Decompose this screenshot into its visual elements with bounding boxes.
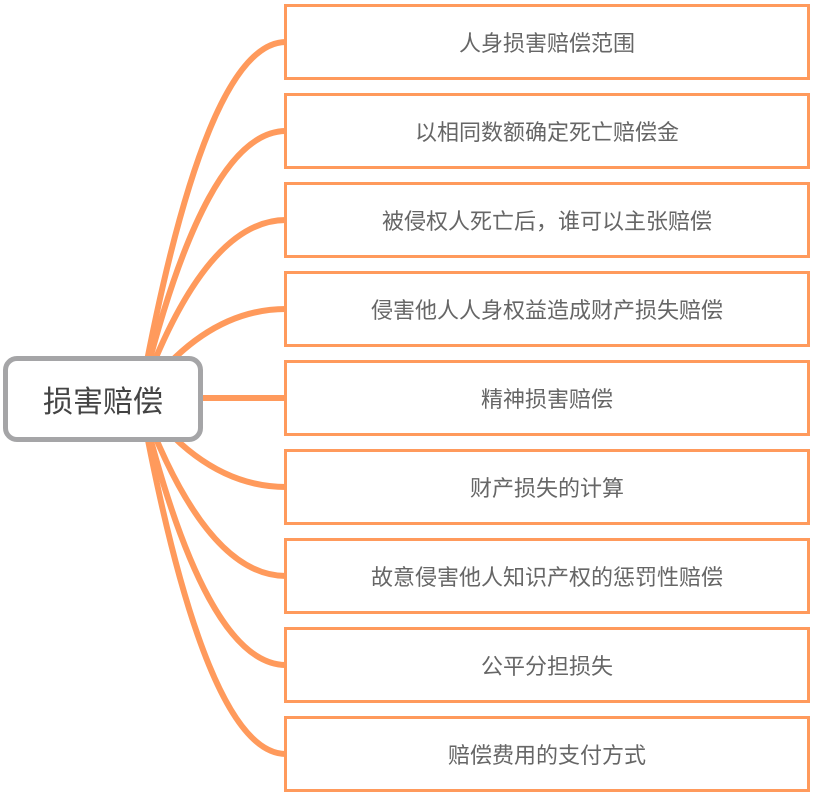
child-label: 公平分担损失 [480,655,613,680]
connector-line [137,395,289,668]
child-node[interactable]: 以相同数额确定死亡赔偿金 [284,93,810,169]
child-node[interactable]: 故意侵害他人知识产权的惩罚性赔偿 [284,538,810,614]
child-node[interactable]: 精神损害赔偿 [284,360,810,436]
child-label: 被侵权人死亡后，谁可以主张赔偿 [381,210,712,235]
child-label: 精神损害赔偿 [480,388,613,413]
connector-line [137,128,289,401]
child-label: 人身损害赔偿范围 [458,32,635,57]
connector-line [137,395,289,757]
child-node[interactable]: 公平分担损失 [284,627,810,703]
child-label: 赔偿费用的支付方式 [447,744,646,769]
child-node[interactable]: 被侵权人死亡后，谁可以主张赔偿 [284,182,810,258]
connector-line [137,217,289,401]
root-node[interactable]: 损害赔偿 [3,356,203,442]
root-label: 损害赔偿 [43,385,163,420]
child-node[interactable]: 人身损害赔偿范围 [284,4,810,80]
child-label: 以相同数额确定死亡赔偿金 [414,121,679,146]
child-node[interactable]: 赔偿费用的支付方式 [284,716,810,792]
child-node[interactable]: 侵害他人人身权益造成财产损失赔偿 [284,271,810,347]
connector-line [137,39,289,401]
child-node[interactable]: 财产损失的计算 [284,449,810,525]
child-label: 故意侵害他人知识产权的惩罚性赔偿 [370,566,723,591]
child-label: 财产损失的计算 [469,477,624,502]
child-label: 侵害他人人身权益造成财产损失赔偿 [370,299,723,324]
